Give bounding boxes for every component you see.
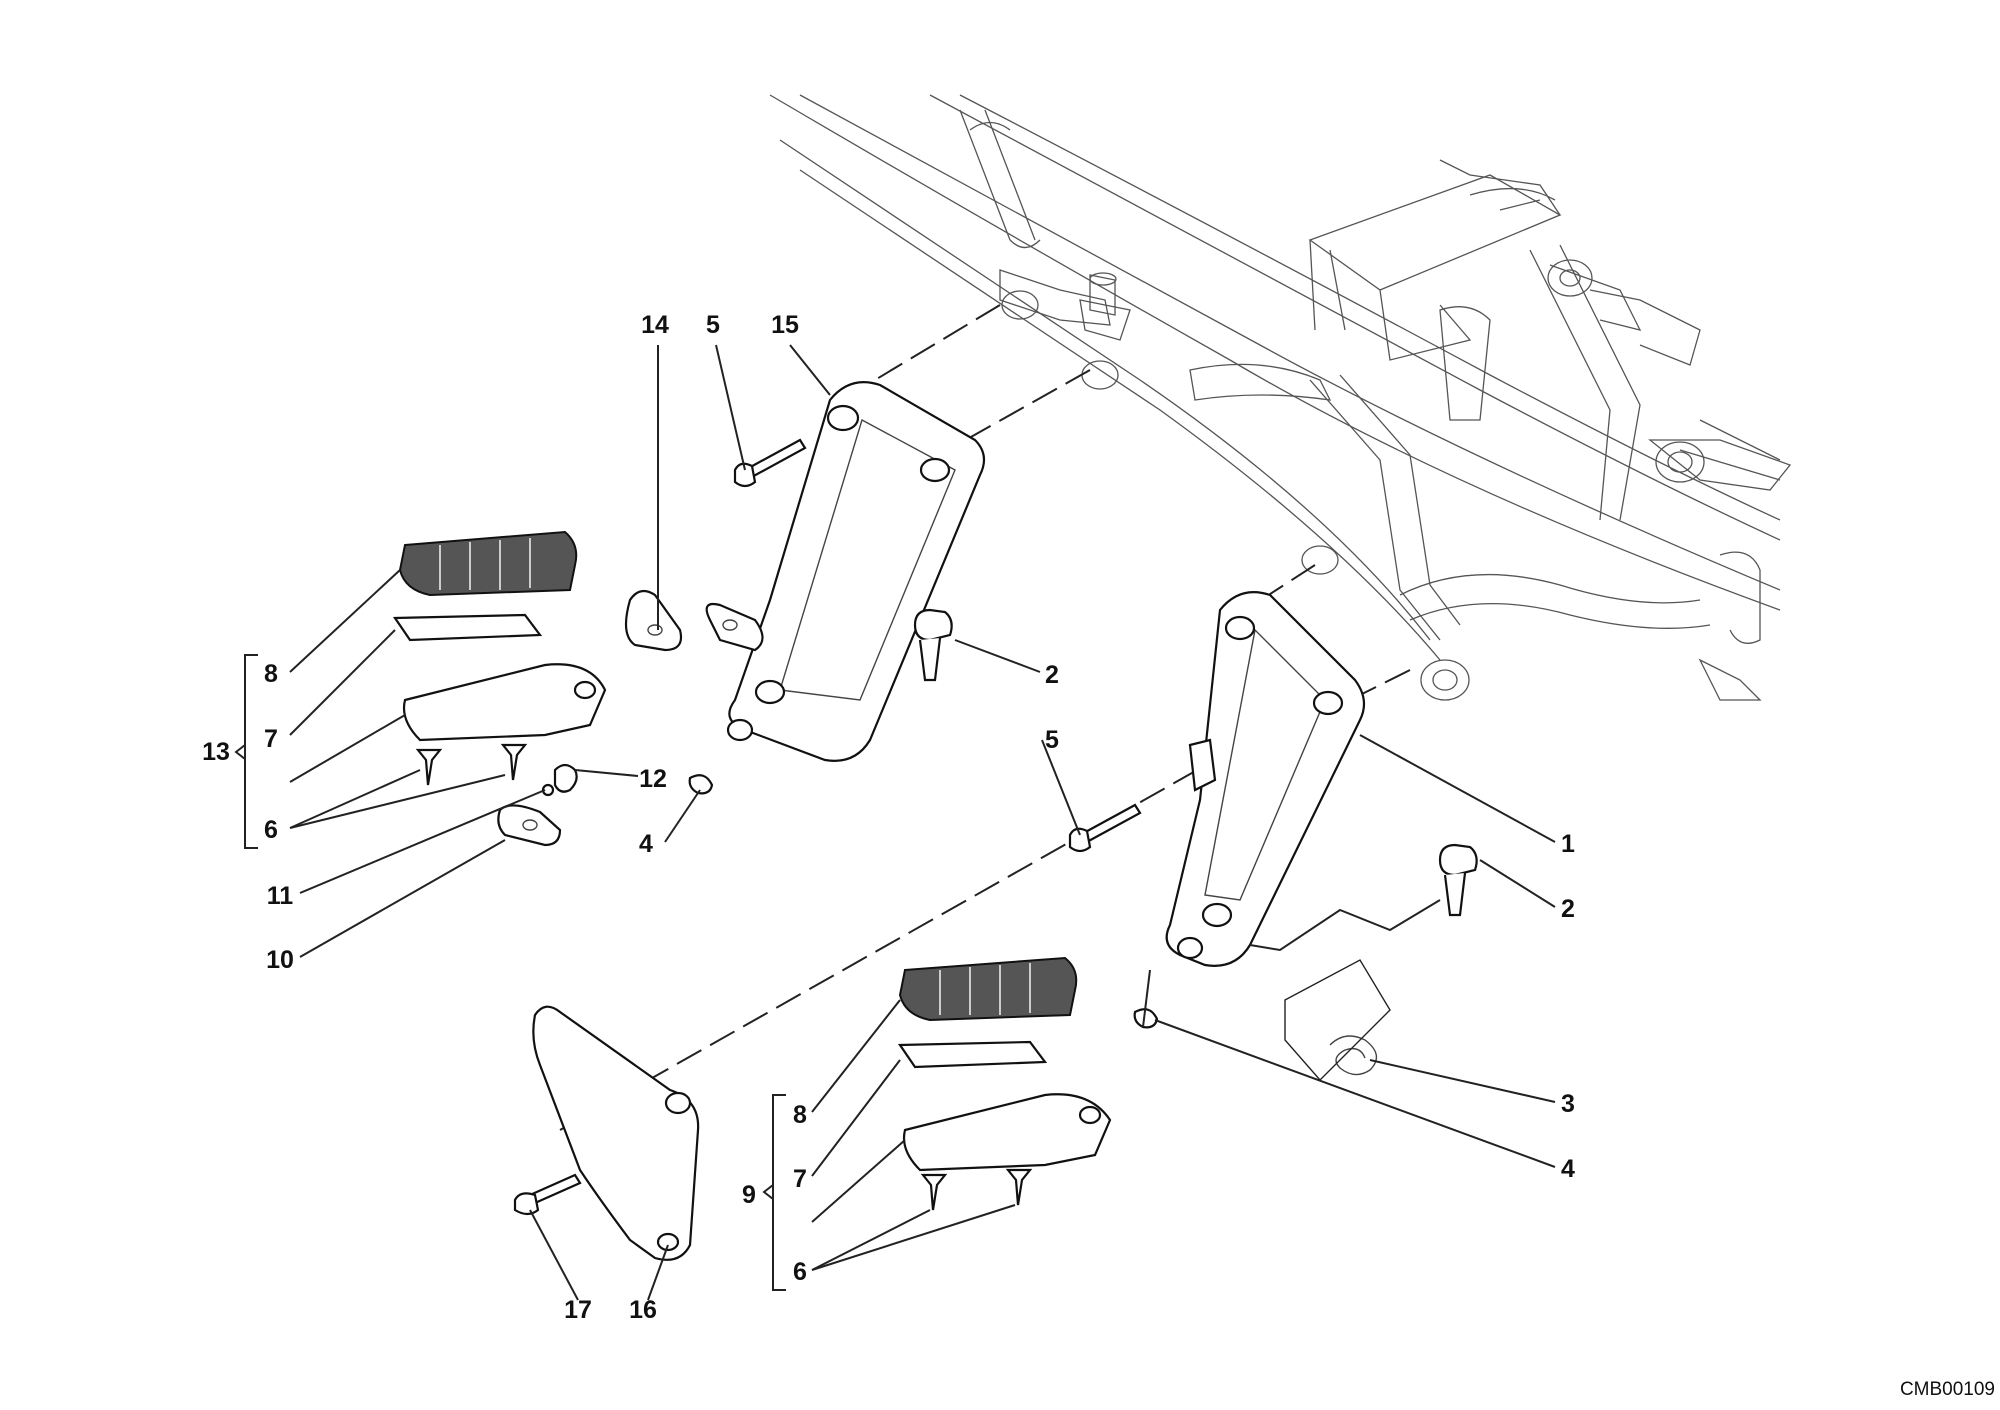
callout-14: 14 [641, 311, 669, 339]
small-hardware [497, 589, 1391, 1082]
drawing-code: CMB00109 [1900, 1379, 1995, 1400]
callout-7: 7 [264, 725, 278, 753]
callout-16: 16 [629, 1296, 657, 1324]
callout-6: 6 [793, 1258, 807, 1286]
footpeg-bracket-upper [705, 381, 986, 762]
heel-guard-plate [532, 1005, 700, 1261]
callout-17: 17 [564, 1296, 592, 1324]
callout-1: 1 [1561, 830, 1575, 858]
footpeg-body-upper [402, 663, 607, 742]
screws [415, 743, 1033, 1211]
callout-15: 15 [771, 311, 799, 339]
callout-8: 8 [264, 660, 278, 688]
callout-4: 4 [1561, 1155, 1575, 1183]
leader-lines [234, 344, 1556, 1301]
bolts [513, 438, 1142, 1216]
footpeg-bracket-lower [1165, 591, 1366, 967]
callout-7: 7 [793, 1165, 807, 1193]
callout-5: 5 [1045, 726, 1059, 754]
callout-2: 2 [1561, 895, 1575, 923]
callout-12: 12 [639, 765, 667, 793]
callout-6: 6 [264, 816, 278, 844]
motorcycle-frame-outline [769, 94, 1792, 701]
footpeg-rubber-lower [898, 956, 1078, 1022]
callout-9: 9 [742, 1181, 756, 1209]
callout-3: 3 [1561, 1090, 1575, 1118]
footpeg-rubber-upper [398, 530, 578, 597]
footpeg-insert-upper [392, 613, 543, 642]
callout-4: 4 [639, 830, 653, 858]
footpeg-body-lower [902, 1093, 1112, 1172]
pivot-pins [913, 608, 1478, 917]
callout-5: 5 [706, 311, 720, 339]
callout-11: 11 [267, 882, 294, 910]
callout-8: 8 [793, 1101, 807, 1129]
callout-2: 2 [1045, 661, 1059, 689]
callout-10: 10 [266, 946, 294, 974]
callout-13: 13 [202, 738, 230, 766]
footpeg-insert-lower [897, 1040, 1048, 1069]
